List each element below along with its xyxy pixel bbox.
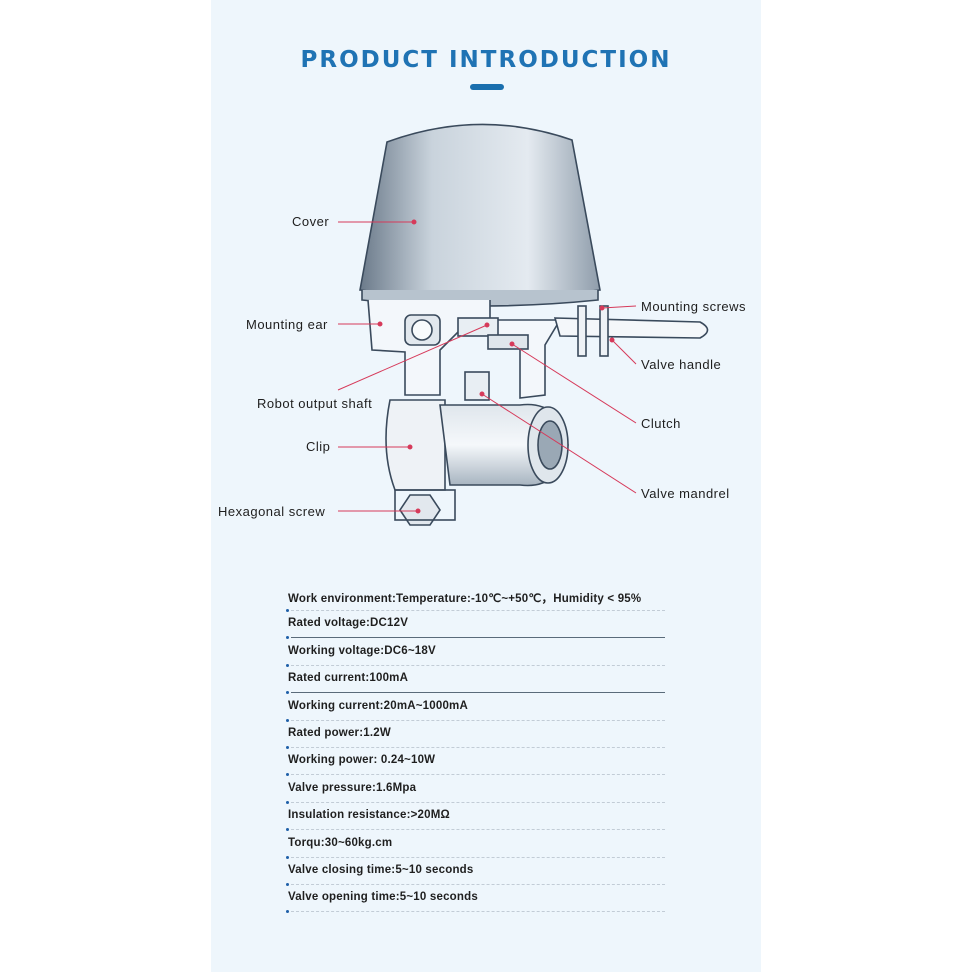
- spec-row: Valve opening time:5~10 seconds: [285, 886, 665, 914]
- spec-row: Working power: 0.24~10W: [285, 749, 665, 777]
- spec-text: Working voltage:DC6~18V: [288, 644, 436, 657]
- spec-row: Valve pressure:1.6Mpa: [285, 777, 665, 804]
- clutch-block: [487, 334, 529, 350]
- spec-bullet: [286, 828, 289, 832]
- callout-cover: Cover: [292, 214, 330, 229]
- spec-row: Working voltage:DC6~18V: [285, 640, 665, 667]
- spec-row: Work environment:Temperature:-10℃~+50℃，H…: [285, 585, 665, 612]
- spec-text: Torqu:30~60kg.cm: [288, 836, 393, 849]
- spec-divider: [291, 774, 665, 776]
- callout-mounting-ear: Mounting ear: [246, 317, 328, 332]
- spec-bullet: [286, 855, 289, 859]
- callout-valve-handle: Valve handle: [641, 357, 722, 372]
- cover-shape: [359, 123, 601, 299]
- spec-text: Rated current:100mA: [288, 672, 409, 685]
- callout-clip: Clip: [306, 439, 331, 454]
- spec-row: Valve closing time:5~10 seconds: [285, 859, 665, 886]
- spec-divider: [291, 637, 665, 639]
- spec-text: Valve closing time:5~10 seconds: [288, 863, 474, 876]
- spec-text: Valve pressure:1.6Mpa: [288, 781, 417, 794]
- handle: [553, 317, 709, 339]
- spec-row: Insulation resistance:>20MΩ: [285, 804, 665, 832]
- spec-row: Working current:20mA~1000mA: [285, 695, 665, 722]
- spec-text: Rated voltage:DC12V: [288, 617, 409, 630]
- clip: [385, 399, 446, 491]
- spec-text: Valve opening time:5~10 seconds: [288, 891, 478, 904]
- spec-row: Rated voltage:DC12V: [285, 612, 665, 640]
- spec-row: Rated power:1.2W: [285, 722, 665, 749]
- bracket: [367, 299, 562, 399]
- spec-divider: [291, 610, 665, 611]
- spec-divider: [291, 856, 665, 858]
- clip-foot: [394, 489, 456, 521]
- spec-divider: [291, 801, 665, 803]
- callout-mounting-screws: Mounting screws: [641, 299, 747, 314]
- spec-divider: [291, 664, 665, 666]
- spec-bullet: [286, 910, 289, 914]
- actuator-drawing: [359, 123, 709, 526]
- spec-divider: [291, 719, 665, 721]
- handle-pin-1: [577, 305, 587, 357]
- spec-bullet: [286, 636, 289, 640]
- output-shaft: [457, 317, 499, 337]
- spec-bullet: [286, 609, 289, 612]
- title-underline: [470, 84, 504, 90]
- spec-divider: [291, 746, 665, 748]
- callout-robot-output-shaft: Robot output shaft: [257, 396, 373, 411]
- spec-bullet: [286, 718, 289, 722]
- spec-bullet: [286, 800, 289, 804]
- mounting-ear-hole: [411, 319, 433, 341]
- spec-divider: [291, 692, 665, 694]
- spec-list: Work environment:Temperature:-10℃~+50℃，H…: [285, 585, 665, 914]
- valve-diagram: [337, 123, 709, 526]
- handle-pin-2: [599, 305, 609, 357]
- spec-bullet: [286, 691, 289, 695]
- leader-lines: [337, 219, 637, 514]
- callout-hexagonal-screw: Hexagonal screw: [218, 504, 326, 519]
- spec-bullet: [286, 663, 289, 667]
- spec-text: Work environment:Temperature:-10℃~+50℃，H…: [288, 593, 642, 605]
- spec-text: Working power: 0.24~10W: [288, 754, 436, 767]
- spec-bullet: [286, 882, 289, 886]
- callout-valve-mandrel: Valve mandrel: [641, 486, 730, 501]
- mandrel-nut: [464, 371, 490, 401]
- page-title: PRODUCT INTRODUCTION: [300, 47, 672, 73]
- pipe-bore: [537, 420, 563, 470]
- spec-bullet: [286, 745, 289, 749]
- spec-bullet: [286, 773, 289, 777]
- spec-text: Rated power:1.2W: [288, 726, 391, 739]
- callout-clutch: Clutch: [641, 416, 681, 431]
- spec-row: Torqu:30~60kg.cm: [285, 832, 665, 859]
- spec-text: Insulation resistance:>20MΩ: [288, 809, 450, 822]
- spec-divider: [291, 829, 665, 831]
- spec-divider: [291, 911, 665, 913]
- spec-divider: [291, 883, 665, 885]
- spec-text: Working current:20mA~1000mA: [288, 699, 468, 712]
- spec-row: Rated current:100mA: [285, 667, 665, 695]
